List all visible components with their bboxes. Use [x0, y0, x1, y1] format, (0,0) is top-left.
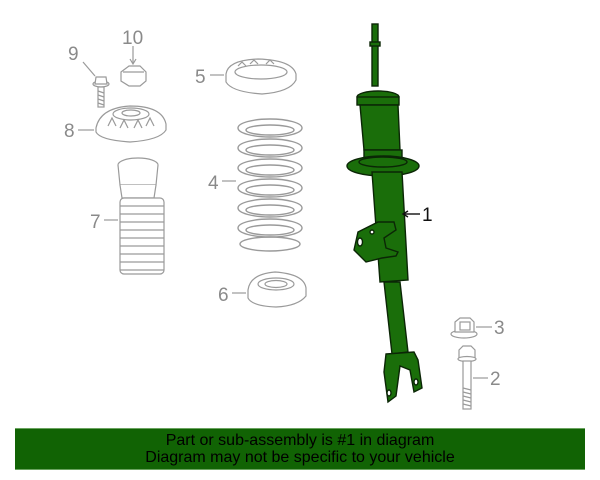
part-2-bolt[interactable] — [457, 345, 477, 410]
callout-1[interactable]: 1 — [422, 205, 433, 226]
part-10-cap-nut[interactable] — [120, 65, 147, 87]
part-7-dust-boot[interactable] — [117, 157, 165, 275]
part-8-strut-mount[interactable] — [95, 105, 167, 143]
callout-6[interactable]: 6 — [218, 285, 229, 306]
part-5-upper-spring-seat[interactable] — [225, 58, 297, 95]
part-9-mount-bolt[interactable] — [92, 76, 110, 108]
callout-4[interactable]: 4 — [208, 173, 219, 194]
parts-diagram: 10 9 8 7 5 — [64, 23, 505, 410]
callout-7[interactable]: 7 — [90, 212, 101, 233]
callout-5[interactable]: 5 — [195, 67, 206, 88]
part-1-strut[interactable] — [346, 23, 423, 404]
callout-10[interactable]: 10 — [122, 28, 143, 49]
part-6-lower-insulator[interactable] — [247, 271, 307, 308]
part-3-flange-nut[interactable] — [450, 317, 478, 339]
banner-line-2: Diagram may not be specific to your vehi… — [145, 449, 455, 466]
notice-banner: Part or sub-assembly is #1 in diagram Di… — [15, 428, 585, 470]
callout-3[interactable]: 3 — [494, 318, 505, 339]
callout-9[interactable]: 9 — [68, 44, 79, 65]
part-4-coil-spring[interactable] — [237, 118, 303, 252]
callout-2[interactable]: 2 — [490, 369, 501, 390]
callout-8[interactable]: 8 — [64, 121, 75, 142]
banner-line-1: Part or sub-assembly is #1 in diagram — [165, 432, 435, 449]
